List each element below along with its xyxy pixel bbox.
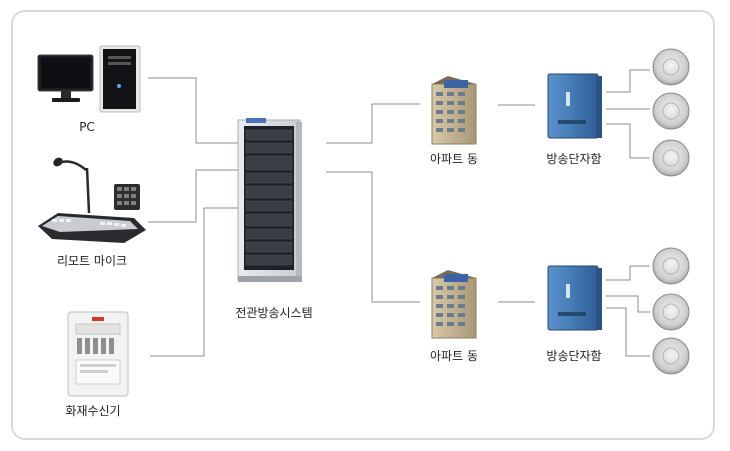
line-box-bottom-speaker-3 bbox=[606, 307, 650, 357]
line-system-to-apt-top bbox=[326, 103, 420, 144]
pc-icon bbox=[37, 45, 141, 113]
label-fire-receiver: 화재수신기 bbox=[65, 404, 121, 418]
speaker-icon bbox=[652, 139, 690, 177]
fire-receiver-icon bbox=[67, 311, 129, 397]
label-apartment-bottom: 아파트 동 bbox=[430, 349, 478, 363]
label-terminal-box-top: 방송단자함 bbox=[546, 152, 602, 166]
speaker-icon bbox=[652, 48, 690, 86]
label-central-system: 전관방송시스템 bbox=[235, 306, 313, 320]
speaker-icon bbox=[652, 92, 690, 130]
central-system-rack-icon bbox=[237, 118, 302, 282]
line-box-bottom-speaker-2 bbox=[606, 295, 650, 313]
connection-lines bbox=[148, 69, 650, 357]
line-mic-to-system bbox=[148, 169, 238, 223]
line-system-to-apt-bottom bbox=[326, 171, 420, 303]
label-pc: PC bbox=[79, 120, 95, 134]
line-box-top-speaker-1 bbox=[606, 69, 650, 93]
line-box-top-speaker-3 bbox=[606, 123, 650, 159]
speaker-icon bbox=[652, 337, 690, 375]
apartment-building-bottom-icon bbox=[431, 270, 477, 339]
label-remote-mic: 리모트 마이크 bbox=[56, 254, 128, 268]
label-terminal-box-bottom: 방송단자함 bbox=[546, 349, 602, 363]
line-box-bottom-speaker-1 bbox=[606, 265, 650, 281]
line-pc-to-system bbox=[148, 77, 238, 144]
line-fire-to-system bbox=[150, 207, 238, 357]
speakers bbox=[652, 48, 690, 375]
label-apartment-top: 아파트 동 bbox=[430, 152, 478, 166]
apartment-building-top-icon bbox=[431, 76, 477, 145]
terminal-box-bottom-icon bbox=[547, 265, 602, 331]
speaker-icon bbox=[652, 293, 690, 331]
remote-mic-icon bbox=[38, 157, 146, 243]
terminal-box-top-icon bbox=[547, 73, 602, 139]
speaker-icon bbox=[652, 247, 690, 285]
